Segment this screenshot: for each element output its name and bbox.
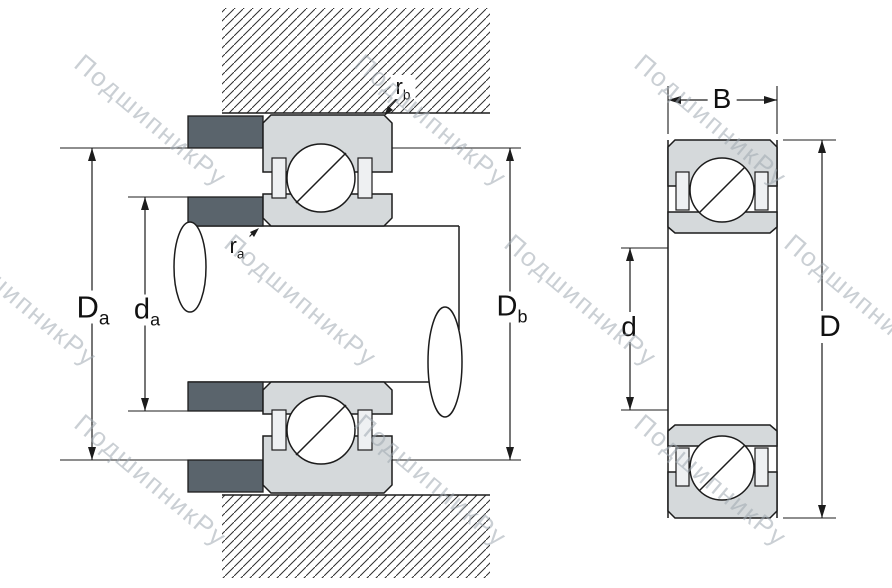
cage-bar xyxy=(754,447,769,487)
housing-shoulder-top xyxy=(187,115,264,149)
arrowhead xyxy=(88,148,96,161)
arrowhead xyxy=(506,148,514,161)
cage-bar xyxy=(754,171,769,211)
leader-ra xyxy=(245,228,259,241)
cage-bar xyxy=(271,409,287,451)
bearing-section-bottom xyxy=(667,424,778,519)
arrowhead xyxy=(818,505,826,518)
dimension-Da xyxy=(88,148,96,460)
shaft-shoulder-top xyxy=(187,196,264,227)
cage-bar xyxy=(271,157,287,199)
shaft-break-ellipse-right xyxy=(427,306,463,418)
right-view-bearing-section xyxy=(621,86,836,519)
shaft-shoulder-bottom xyxy=(187,381,264,412)
left-view-mounted-section xyxy=(60,8,521,578)
arrowhead xyxy=(250,228,259,237)
dimension-B xyxy=(667,86,778,134)
cage-bar xyxy=(675,447,690,487)
arrowhead xyxy=(141,197,149,210)
arrowhead xyxy=(668,96,681,104)
housing-hatch-top xyxy=(222,8,490,114)
arrowhead xyxy=(141,398,149,411)
ball-slash xyxy=(698,444,746,492)
ball-slash xyxy=(295,152,347,204)
cage-bar xyxy=(357,409,373,451)
arrowhead xyxy=(818,140,826,153)
shaft xyxy=(188,225,460,383)
housing-hatch-bottom xyxy=(222,494,490,578)
dimension-Db xyxy=(506,148,514,460)
cage-bar xyxy=(675,171,690,211)
cage-bar xyxy=(357,157,373,199)
housing-shoulder-bottom xyxy=(187,459,264,493)
ball-slash xyxy=(295,404,347,456)
bearing-section-top xyxy=(667,139,778,234)
ball-slash xyxy=(698,166,746,214)
arrowhead xyxy=(626,248,634,261)
dimension-D xyxy=(783,139,836,519)
arrowhead xyxy=(764,96,777,104)
arrowhead xyxy=(626,397,634,410)
arrowhead xyxy=(506,447,514,460)
bearing-section-bottom xyxy=(262,381,393,494)
bearing-section-top xyxy=(262,114,393,227)
shaft-break-ellipse-left xyxy=(173,221,207,313)
arrowhead xyxy=(384,106,393,116)
dimension-d xyxy=(621,247,668,411)
arrowhead xyxy=(88,447,96,460)
